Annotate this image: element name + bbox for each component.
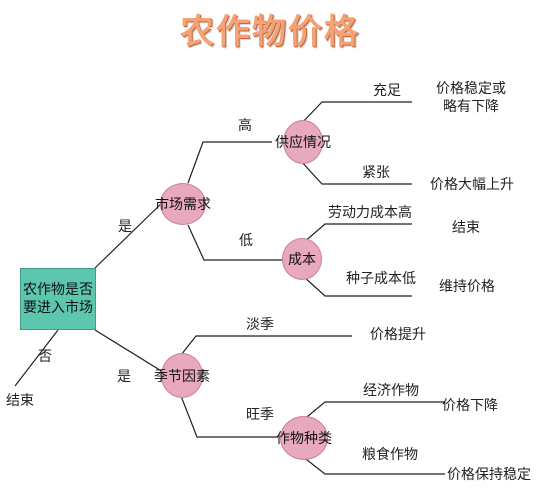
edge-season-peak (180, 395, 278, 438)
root-node-label: 农作物是否要进入市场 (23, 282, 93, 316)
season-node: 季节因素 (154, 353, 210, 398)
edge-label-low: 低 (239, 233, 253, 249)
leaf-stable-line2: 略有下降 (443, 99, 499, 115)
edge-root-end (14, 329, 59, 387)
market-demand-label: 市场需求 (155, 197, 211, 213)
edge-label-labor-high: 劳动力成本高 (328, 205, 412, 221)
edge-label-peak-season: 旺季 (246, 407, 274, 423)
edge-label-yes-top: 是 (118, 219, 132, 235)
leaf-stable-line1: 价格稳定或 (436, 81, 506, 97)
crop-type-label: 作物种类 (276, 431, 332, 447)
leaf-price-up: 价格提升 (370, 327, 426, 343)
edge-supply-tight (299, 159, 412, 185)
season-label: 季节因素 (154, 368, 210, 385)
edge-label-sufficient: 充足 (373, 83, 401, 99)
edge-market-high (187, 141, 272, 184)
root-node: 农作物是否要进入市场 (20, 268, 96, 330)
page-title: 农作物价格 (180, 12, 360, 52)
leaf-end-left: 结束 (6, 393, 34, 409)
leaf-price-surge: 价格大幅上升 (430, 177, 514, 193)
edge-cost-labor (302, 223, 412, 244)
crop-type-node: 作物种类 (276, 416, 332, 460)
edge-label-seed-low: 种子成本低 (346, 271, 416, 287)
market-demand-node: 市场需求 (155, 183, 211, 225)
edge-label-grain-crop: 粮食作物 (362, 447, 418, 463)
edge-label-tight: 紧张 (362, 165, 390, 181)
edge-root-season (94, 329, 164, 373)
edge-root-market (94, 199, 166, 269)
edge-label-no: 否 (38, 349, 52, 365)
cost-node: 成本 (282, 238, 322, 280)
edge-crop-cash (301, 401, 445, 422)
leaf-keep-stable: 价格保持稳定 (447, 467, 531, 483)
leaf-price-down: 价格下降 (442, 398, 498, 414)
leaf-maintain: 维持价格 (439, 279, 495, 295)
edge-label-yes-bottom: 是 (117, 369, 131, 385)
edge-crop-grain (301, 455, 445, 475)
supply-node: 供应情况 (275, 120, 331, 164)
supply-label: 供应情况 (275, 135, 331, 151)
edge-supply-sufficient (299, 101, 412, 126)
leaf-end-cost: 结束 (452, 220, 480, 236)
edge-label-cash-crop: 经济作物 (363, 383, 419, 399)
cost-label: 成本 (288, 252, 316, 268)
edge-label-high: 高 (238, 118, 252, 134)
edge-cost-seed (302, 275, 412, 297)
edge-label-off-season: 淡季 (246, 317, 274, 333)
edge-season-off (180, 335, 352, 356)
edge-market-low (187, 224, 283, 261)
